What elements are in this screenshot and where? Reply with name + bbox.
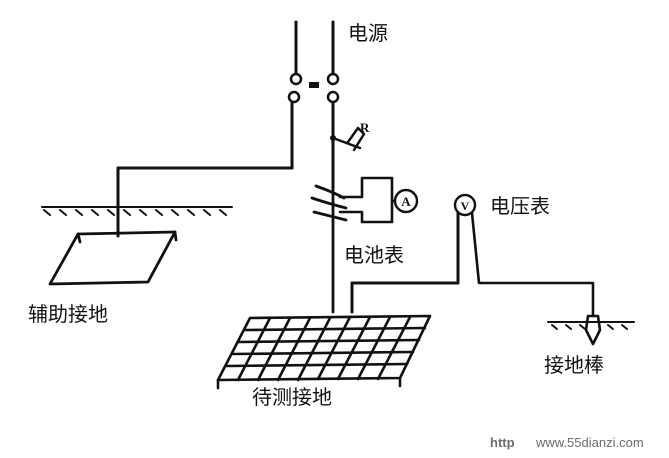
voltmeter-circuit [350,193,595,318]
transformer-coil [310,184,348,314]
battery-meter-label: 电池表 [344,243,404,267]
watermark-prefix: http [490,435,515,450]
auxiliary-ground-plate [48,230,178,286]
watermark-site: www.55dianzi.com [535,435,644,450]
power-label: 电源 [348,21,388,45]
resistor-label: R [360,120,370,135]
ground-rod [547,314,635,346]
auxiliary-ground-wiring [116,166,294,238]
power-supply-lines [287,20,340,190]
voltmeter-symbol: V [461,199,470,213]
test-ground-label: 待测接地 [252,385,332,409]
ammeter-symbol: A [401,194,411,209]
ground-surface-left [41,206,233,216]
voltmeter-label: 电压表 [490,194,550,218]
ground-rod-label: 接地棒 [544,353,604,377]
auxiliary-ground-label: 辅助接地 [28,302,108,326]
test-ground-grid [216,314,432,390]
variable-resistor [330,126,366,152]
